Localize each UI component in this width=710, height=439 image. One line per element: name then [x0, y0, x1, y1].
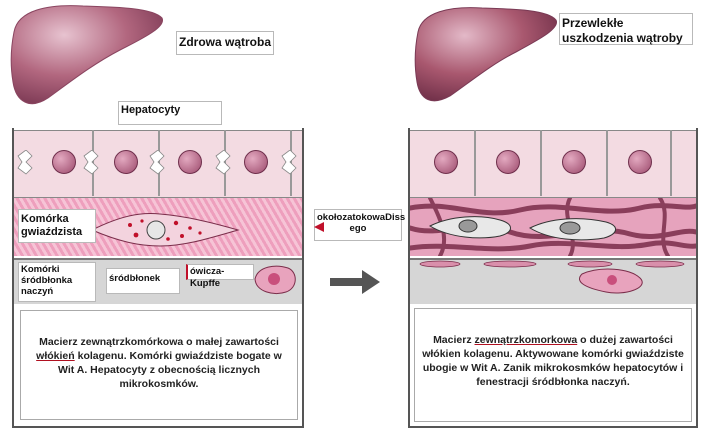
healthy-description-highlight: włókień [36, 350, 75, 362]
chronic-damage-title: Przewlekłe uszkodzenia wątroby [559, 13, 693, 45]
endothelial-cells-label-text: Komórki śródbłonka naczyń [21, 264, 73, 297]
collagen-fibers-icon [410, 198, 696, 256]
hepatocyte-nucleus [178, 150, 202, 174]
hepatocyte-divider [670, 130, 672, 196]
chronic-description-box: Macierz zewnątrzkomorkowa o dużej zawart… [414, 308, 692, 422]
hepatocyte-nucleus [244, 150, 268, 174]
red-pointer-icon [314, 222, 324, 232]
hepatocyte-divider [540, 130, 542, 196]
hepatocyte-nucleus [114, 150, 138, 174]
stellate-cell-label-text: Komórka gwiaździsta [21, 213, 83, 238]
disse-space-label-text: okołozatokowaDiss ego [317, 212, 406, 234]
disse-space-label: okołozatokowaDiss ego [314, 209, 406, 241]
healthy-description-box: Macierz zewnątrzkomórkowa o małej zawart… [20, 310, 298, 420]
stellate-cell-label: Komórka gwiaździsta [18, 209, 96, 243]
chronic-description-part2: o dużej zawartości włókien kolagenu. Akt… [422, 334, 684, 388]
healthy-liver-title: Zdrowa wątroba [176, 31, 274, 55]
chronic-description-part1: Macierz [433, 334, 472, 346]
healthy-description: Macierz zewnątrzkomórkowa o małej zawart… [21, 335, 297, 391]
hepatocytes-label: Hepatocyty [118, 101, 222, 125]
hepatocyte-nucleus [496, 150, 520, 174]
damaged-liver-icon [414, 7, 557, 102]
hepatocyte-nucleus [562, 150, 586, 174]
chronic-description: Macierz zewnątrzkomorkowa o dużej zawart… [415, 333, 691, 389]
hepatocyte-nucleus [628, 150, 652, 174]
capillarized-endothelium-icon [419, 260, 685, 294]
microvilli-icon [17, 150, 297, 175]
endothelial-cells-label: Komórki śródbłonka naczyń [18, 262, 96, 302]
right-arrow-icon [330, 270, 380, 294]
endothelium-label: śródbłonek [106, 268, 180, 294]
chronic-description-highlight: zewnątrzkomorkowa [474, 334, 578, 346]
hepatocyte-divider [474, 130, 476, 196]
healthy-liver-icon [10, 5, 163, 104]
hepatocyte-nucleus [52, 150, 76, 174]
endothelium-label-text: śródbłonek [109, 273, 161, 284]
kupffer-cell-label: ówicza-Kupffe [186, 264, 254, 289]
healthy-liver-title-text: Zdrowa wątroba [179, 35, 272, 49]
kupffer-cell-label-text: ówicza-Kupffe [190, 266, 225, 289]
healthy-description-part1: Macierz zewnątrzkomórkowa o małej zawart… [39, 336, 279, 348]
hepatocyte-nucleus [434, 150, 458, 174]
hepatocytes-label-text: Hepatocyty [121, 104, 181, 116]
hepatocyte-divider [606, 130, 608, 196]
stellate-cell-icon [90, 213, 240, 247]
healthy-description-part2: kolagenu. Komórki gwiaździste bogate w W… [58, 350, 282, 390]
chronic-damage-title-text: Przewlekłe uszkodzenia wątroby [562, 16, 683, 45]
kupffer-cell-icon [254, 265, 296, 294]
